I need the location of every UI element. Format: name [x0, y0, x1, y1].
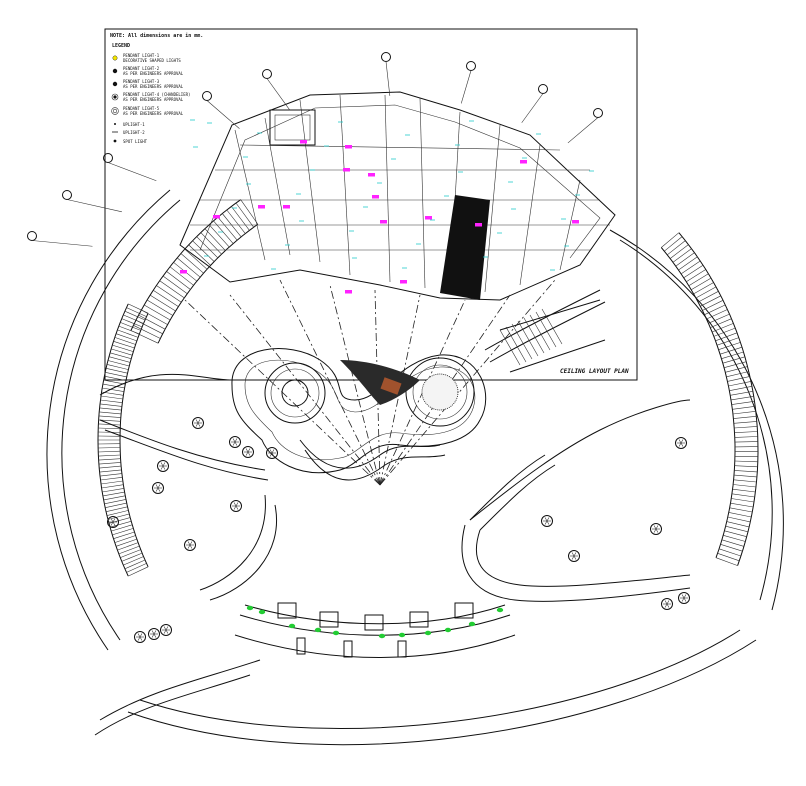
trees	[107, 417, 690, 643]
legend-block: NOTE: All dimensions are in mm. LEGEND P…	[110, 33, 203, 144]
stepped-ramp	[499, 299, 606, 373]
legend-title: LEGEND	[112, 43, 130, 49]
right-canopy-band	[660, 232, 759, 566]
small-dot-icon	[114, 123, 116, 125]
left-rotunda	[264, 362, 326, 424]
legend-item-4-line2: AS PER ENGINEERS APPROVAL	[123, 97, 184, 102]
central-pavilion	[231, 348, 487, 481]
lower-planter-strip	[234, 602, 516, 658]
legend-item-5-line1: PENDANT LIGHT-5	[123, 106, 160, 111]
main-building-block	[179, 91, 616, 301]
dark-connector	[340, 360, 420, 405]
filled-dot-icon	[112, 68, 118, 74]
feature-planter	[380, 377, 402, 395]
dark-void-block	[440, 195, 490, 300]
ringed-circle-icon	[111, 107, 119, 115]
legend-item-2-line2: AS PER ENGINEERS APPROVAL	[123, 71, 184, 76]
fixture-tags	[180, 119, 594, 294]
yellow-dot-icon	[112, 55, 118, 61]
legend-item-6-line1: UPLIGHT-1	[123, 122, 145, 127]
drawing-frame	[104, 28, 638, 381]
green-path-lights	[246, 605, 504, 639]
legend-item-1-line2: DECORATIVE SHAPED LIGHTS	[123, 58, 181, 63]
note-header: NOTE: All dimensions are in mm.	[110, 33, 203, 39]
site-outer-boundary	[46, 189, 784, 746]
star-dot-icon	[113, 139, 117, 143]
legend-item-4-line1: PENDANT LIGHT-4 (CHANDELIER)	[123, 92, 190, 97]
legend-item-1-line1: PENDANT LIGHT-1	[123, 53, 160, 58]
legend-item-3-line2: AS PER ENGINEERS APPROVAL	[123, 84, 184, 89]
drawing-caption: CEILING LAYOUT PLAN	[560, 368, 629, 375]
landscape-lawns	[99, 289, 691, 602]
right-rotunda	[405, 357, 475, 427]
feature-dome	[421, 373, 459, 411]
legend-item-5-line2: AS PER ENGINEERS APPROVAL	[123, 111, 184, 116]
lamp-posts	[27, 52, 603, 247]
legend-item-2-line1: PENDANT LIGHT-2	[123, 66, 160, 71]
legend-item-8-line1: SPOT LIGHT	[123, 139, 148, 144]
filled-dot-icon	[112, 81, 118, 87]
top-left-deck	[130, 199, 259, 344]
left-canopy-band	[97, 303, 149, 577]
legend-item-7-line1: UPLIGHT-2	[123, 130, 145, 135]
ringed-dot-icon	[111, 93, 119, 101]
legend-item-3-line1: PENDANT LIGHT-3	[123, 79, 160, 84]
